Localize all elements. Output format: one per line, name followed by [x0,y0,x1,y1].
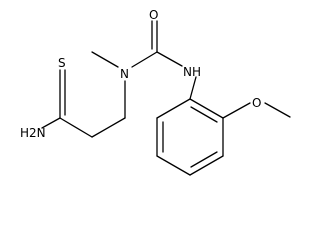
bond-carbonyl-nh [156,51,183,67]
bond-c-ch2 [59,117,93,138]
atom-label-nh: NH [183,65,201,79]
ring-bond-6 [156,98,191,119]
atom-label-n: N [120,67,129,81]
structure-diagram: S H2N O N NH O [20,8,291,176]
bond-nh-ring [189,76,197,100]
bond-c-nh2 [41,117,61,129]
bond-n-methyl [91,51,119,68]
bond-ch2-ch2 [91,117,126,138]
atom-label-ether-o: O [252,96,261,110]
atom-label-carbonyl-o: O [149,8,158,22]
ring-double-2 [190,151,218,168]
bond-ring-o [222,102,251,119]
bond-o-methyl [264,102,291,118]
bond-n-carbonyl [131,51,158,68]
ring-bond-1 [189,98,224,119]
atom-label-s: S [58,56,66,70]
ring-bond-4 [156,155,191,176]
atom-label-nh2: H2N [20,126,46,140]
ring-bond-3 [189,155,224,176]
ring-double-1 [190,106,218,123]
